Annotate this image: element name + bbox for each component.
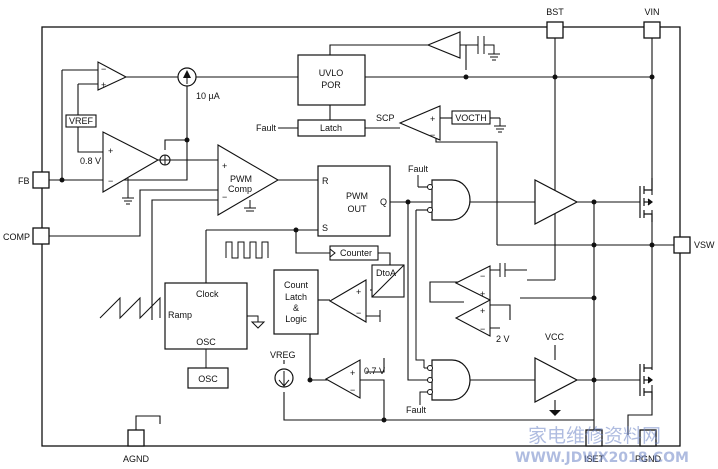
watermark-line2: WWW.JDWX2018.COM [515,450,689,466]
pin-pgnd-label: PGND [635,454,662,464]
vreg-label: VREG [270,350,296,360]
v08-label: 0.8 V [80,156,101,166]
pin-iset: ISET [584,429,605,464]
and-gate-lower [431,359,471,401]
pwm-comparator [217,144,280,216]
pin-bst: BST [546,7,564,39]
pwm-s-label: S [322,223,328,233]
por-label: POR [321,80,341,90]
svg-text:+: + [480,289,485,299]
pin-pgnd: PGND [635,429,662,464]
pwm-comp-label-1: PWM [230,174,252,184]
pin-comp-label: COMP [3,232,30,242]
count-label-1: Count [284,280,309,290]
pwm-out-label-1: PWM [346,191,368,201]
pwm-r-label: R [322,176,329,186]
svg-text:−: − [480,271,485,281]
fault-label-bottom: Fault [406,405,427,415]
v2-label: 2 V [496,334,510,344]
scp-label: SCP [376,113,395,123]
error-amplifier [102,131,160,193]
vref-block [65,114,97,128]
svg-text:+: + [430,114,435,124]
svg-text:+: + [356,287,361,297]
pin-comp: COMP [3,227,50,245]
pwm-out-label-2: OUT [348,204,368,214]
svg-text:+: + [480,306,485,316]
svg-text:−: − [430,130,435,140]
dtoa-comparator [328,279,367,323]
high-side-fet [639,178,653,222]
uvlo-por-block [297,54,366,106]
svg-text:−: − [480,324,485,334]
svg-text:+: + [350,368,355,378]
counter-label: Counter [340,248,372,258]
scp-comparator [398,105,441,141]
ramp-label: Ramp [168,310,192,320]
bst-buffer [426,31,461,59]
svg-text:−: − [101,64,106,74]
svg-text:−: − [108,176,113,186]
svg-text:+: + [101,80,106,90]
clock-waveform-icon [225,241,269,259]
vocth-label: VOCTH [455,113,487,123]
count-label-2: Latch [285,292,307,302]
svg-text:−: − [222,192,227,202]
vref-label: VREF [69,116,94,126]
svg-text:−: − [356,308,361,318]
vocth-block [451,110,491,125]
watermark-line1: 家电维修资料网 [528,425,661,447]
dtoa-label: DtoA [376,268,396,278]
pin-agnd: AGND [123,429,150,464]
ramp-waveform-icon [99,296,161,320]
count-label-4: Logic [285,314,307,324]
and-gate-upper [431,179,471,221]
latch-label: Latch [320,123,342,133]
uvlo-label: UVLO [319,68,344,78]
low-side-fet [639,364,653,400]
pin-agnd-label: AGND [123,454,150,464]
top-comparator [97,61,128,91]
pwm-out-block [317,165,391,237]
count-label-3: & [293,303,299,313]
pin-vin: VIN [643,7,661,39]
oscillator-block [164,282,248,350]
pwm-q-label: Q [380,197,387,207]
clock-label: Clock [196,289,219,299]
vreg-comparator [324,359,361,399]
v07-label: 0.7 V [364,366,385,376]
pin-bst-label: BST [546,7,564,17]
current-source-label: 10 µA [196,91,220,101]
svg-text:+: + [108,146,113,156]
pin-fb-label: FB [18,176,30,186]
pin-vsw: VSW [673,236,715,254]
vcc-label: VCC [545,332,565,342]
osc-box-label: OSC [198,374,218,384]
pin-iset-label: ISET [584,454,605,464]
fault-label-and: Fault [408,164,429,174]
bst-comparator [454,265,491,301]
pin-vsw-label: VSW [694,240,715,250]
svg-text:+: + [222,161,227,171]
pwm-comp-label-2: Comp [228,184,252,194]
low-side-driver [534,357,579,403]
2v-comparator [454,299,491,337]
pin-fb: FB [18,171,50,189]
junction-dots [59,74,655,423]
count-latch-logic-block [273,269,319,335]
watermark: 家电维修资料网 WWW.JDWX2018.COM [515,425,689,466]
counter-block [329,245,379,261]
osc-box [187,367,229,389]
high-side-driver [534,179,579,225]
osc-inner-label: OSC [196,337,216,347]
pin-vin-label: VIN [644,7,659,17]
fault-label-top: Fault [256,123,277,133]
svg-text:−: − [350,385,355,395]
